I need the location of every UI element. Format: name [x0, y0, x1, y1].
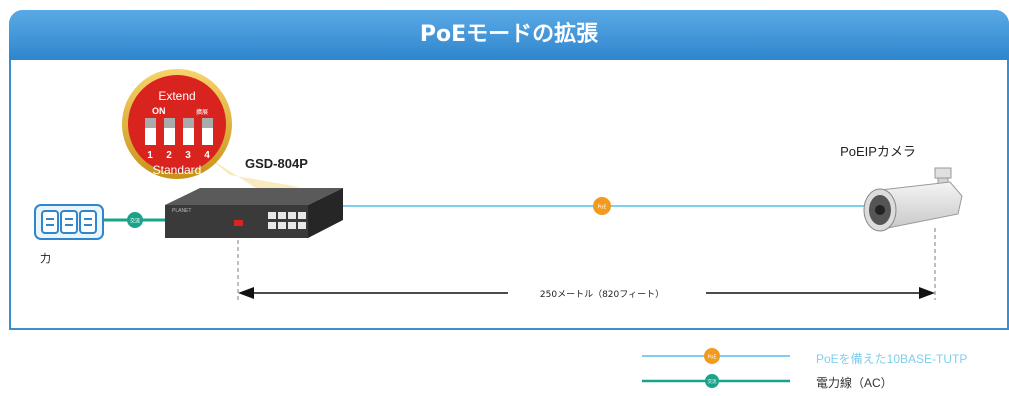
dip-switch-toggles — [145, 118, 213, 145]
dip-number-4: 4 — [204, 150, 210, 161]
dip-extend-label: Extend — [158, 89, 195, 103]
poe-badge-text: PoE — [597, 205, 606, 211]
legend-poe-label: PoEを備えた10BASE-TUTP — [816, 352, 968, 366]
dip-number-2: 2 — [166, 150, 172, 161]
distance-arrowhead-left — [238, 287, 254, 299]
legend-ac-badge — [705, 374, 719, 388]
legend-poe-badge — [704, 348, 720, 364]
dip-number-1: 1 — [147, 150, 153, 161]
ip-camera-icon — [863, 167, 963, 232]
header-banner: PoEモードの拡張 — [9, 10, 1009, 60]
ac-badge — [127, 212, 143, 228]
distance-label: 250メートル（820フィート） — [540, 289, 664, 300]
power-outlet-icon — [34, 204, 104, 240]
camera-label: PoEIPカメラ — [840, 144, 916, 159]
legend-poe-badge-text: PoE — [707, 355, 716, 361]
legend-ac-label: 電力線（AC） — [816, 376, 893, 390]
switch-device — [165, 188, 343, 238]
dip-small-label: 擴展 — [196, 108, 208, 116]
legend-ac-badge-text: 交流 — [708, 378, 717, 385]
ac-badge-text: 交流 — [130, 218, 140, 225]
dip-on-label: ON — [152, 106, 166, 116]
dip-switch-magnifier — [122, 69, 300, 192]
dip-number-3: 3 — [185, 150, 191, 161]
page-title: PoEモードの拡張 — [419, 22, 599, 47]
poe-badge — [593, 197, 611, 215]
distance-arrowhead-right — [919, 287, 935, 299]
power-label: 力 — [40, 252, 51, 265]
dip-standard-label: Standard — [153, 163, 202, 177]
switch-model-label: GSD-804P — [245, 156, 308, 171]
switch-brand-label: PLANET — [172, 208, 191, 214]
